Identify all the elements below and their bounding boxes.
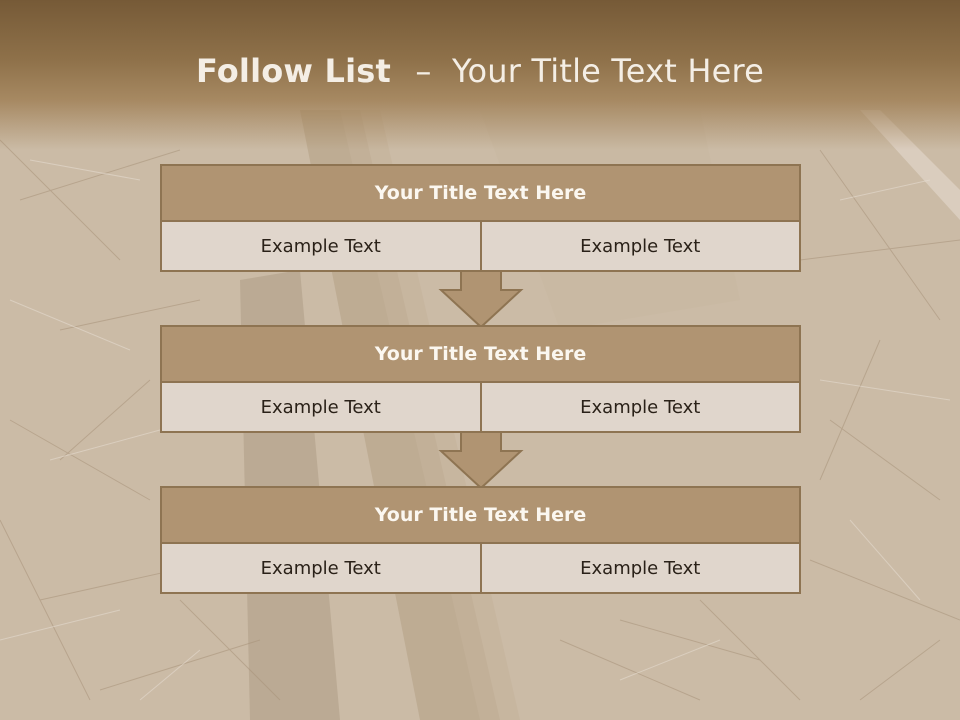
down-arrow-icon — [438, 270, 524, 329]
block-cell-right[interactable]: Example Text — [479, 383, 800, 431]
slide-title-rest: Your Title Text Here — [452, 52, 765, 90]
block-title[interactable]: Your Title Text Here — [162, 488, 799, 544]
block-cell-right[interactable]: Example Text — [479, 544, 800, 592]
list-block-2[interactable]: Your Title Text Here Example Text Exampl… — [160, 325, 801, 433]
list-block-1[interactable]: Your Title Text Here Example Text Exampl… — [160, 164, 801, 272]
slide-title-bold: Follow List — [195, 52, 392, 90]
block-cell-left[interactable]: Example Text — [260, 396, 381, 418]
slide-title: Follow List – Your Title Text Here — [0, 52, 960, 90]
slide-title-dash: – — [415, 52, 432, 90]
block-title[interactable]: Your Title Text Here — [162, 166, 799, 222]
block-row: Example Text Example Text — [162, 222, 799, 270]
block-cell-left[interactable]: Example Text — [260, 235, 381, 257]
block-title[interactable]: Your Title Text Here — [162, 327, 799, 383]
down-arrow-icon — [438, 431, 524, 490]
block-cell-right[interactable]: Example Text — [479, 222, 800, 270]
header-band — [0, 0, 960, 150]
block-row: Example Text Example Text — [162, 544, 799, 592]
block-cell-left[interactable]: Example Text — [260, 557, 381, 579]
list-block-3[interactable]: Your Title Text Here Example Text Exampl… — [160, 486, 801, 594]
block-row: Example Text Example Text — [162, 383, 799, 431]
